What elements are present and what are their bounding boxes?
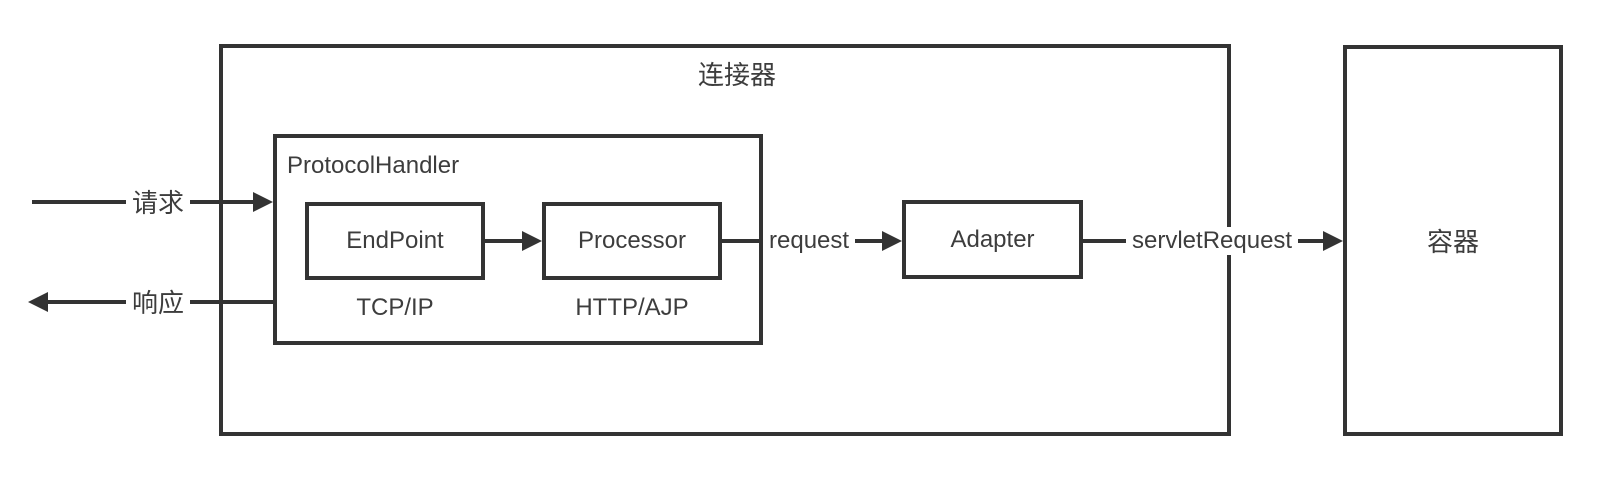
endpoint-processor-line (485, 239, 522, 243)
internal-request-label: request (763, 227, 856, 255)
processor-protocol-label: HTTP/AJP (575, 294, 689, 321)
endpoint-protocol-label: TCP/IP (356, 294, 434, 321)
arrowhead-right-icon (522, 231, 542, 251)
adapter-label: Adapter (950, 225, 1035, 253)
processor-label: Processor (577, 227, 687, 254)
connector-label: 连接器 (698, 60, 777, 90)
container-box: 容器 (1343, 45, 1563, 436)
endpoint-label: EndPoint (346, 227, 444, 254)
arrowhead-right-icon (1323, 231, 1343, 251)
response-out-label: 响应 (126, 289, 191, 317)
processor-box: Processor (542, 202, 722, 280)
arrowhead-right-icon (253, 192, 273, 212)
request-in-label: 请求 (126, 189, 191, 217)
arrowhead-left-icon (28, 292, 48, 312)
adapter-box: Adapter (902, 200, 1083, 279)
protocol-handler-label: ProtocolHandler (287, 152, 460, 179)
endpoint-box: EndPoint (305, 202, 485, 280)
servlet-request-label: servletRequest (1126, 227, 1299, 255)
arrowhead-right-icon (882, 231, 902, 251)
container-label: 容器 (1426, 227, 1479, 257)
